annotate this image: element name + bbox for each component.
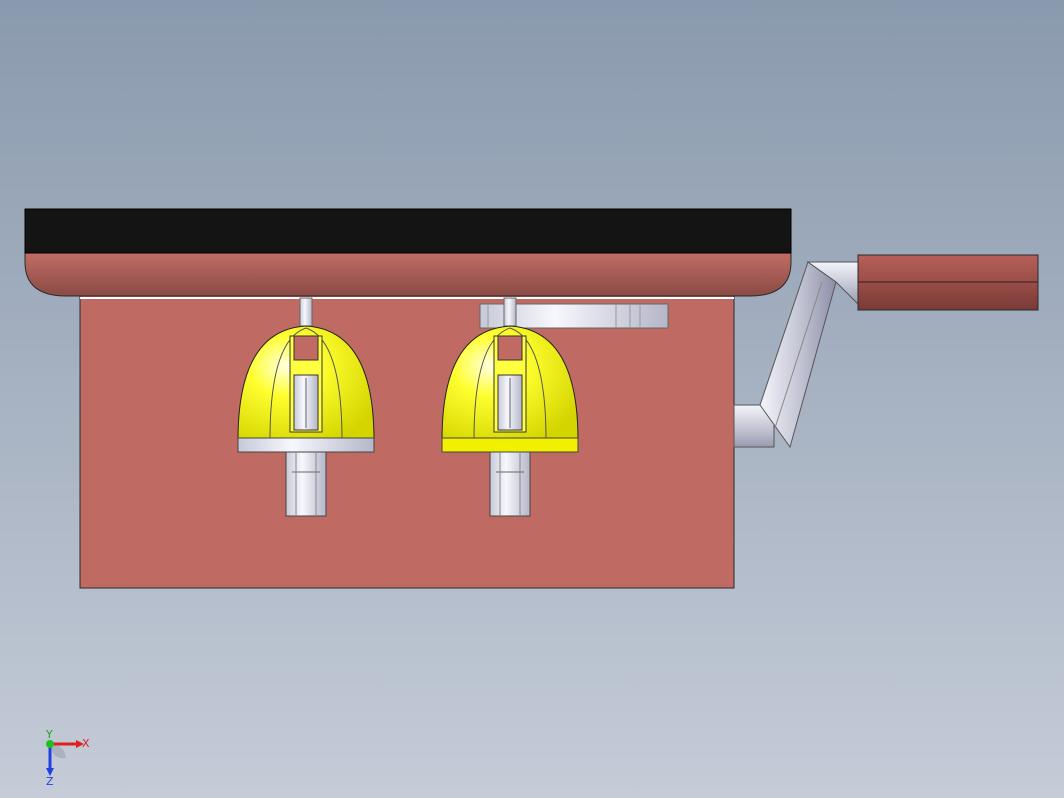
crank-handle[interactable] — [857, 254, 1039, 311]
burner-left-ring — [237, 437, 375, 453]
burner-left[interactable] — [237, 297, 375, 517]
burner-right-stem — [489, 451, 531, 517]
orientation-triad: X Y Z — [45, 730, 90, 786]
x-axis-label: X — [82, 737, 90, 750]
tray-top-plate — [24, 208, 792, 254]
burner-right-ring — [441, 437, 579, 453]
burner-right-stem-top — [503, 297, 517, 327]
top-tray[interactable] — [24, 208, 792, 297]
burner-left-stem — [285, 451, 327, 517]
crank-pipe[interactable] — [733, 261, 859, 449]
cabinet-body[interactable] — [79, 295, 735, 589]
z-axis-label: Z — [46, 775, 54, 786]
y-axis-dot — [46, 740, 54, 748]
burner-right[interactable] — [441, 297, 579, 517]
burner-left-stem-top — [299, 297, 313, 327]
y-axis-label: Y — [45, 730, 53, 741]
